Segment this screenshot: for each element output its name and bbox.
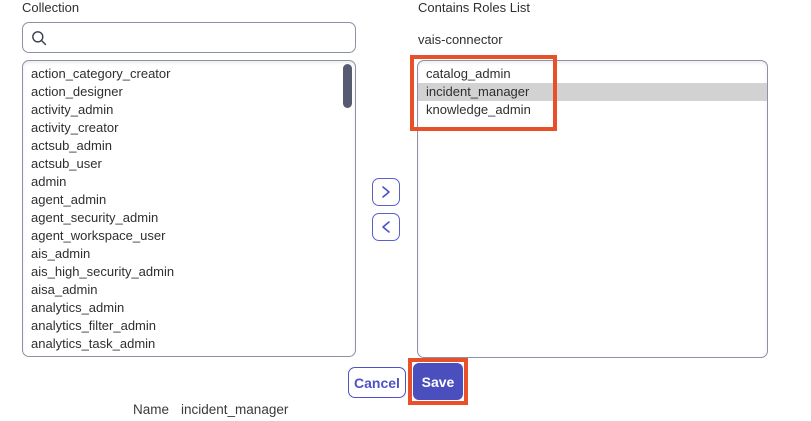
list-item[interactable]: analytics_task_admin bbox=[31, 336, 156, 351]
list-item[interactable]: activity_admin bbox=[31, 102, 114, 117]
name-label: Name bbox=[133, 402, 170, 417]
search-input[interactable] bbox=[53, 23, 347, 52]
list-item[interactable]: admin bbox=[31, 174, 67, 189]
search-icon bbox=[31, 30, 47, 46]
name-value: incident_manager bbox=[181, 402, 289, 417]
list-item[interactable]: ais_admin bbox=[31, 246, 91, 261]
list-item[interactable]: agent_security_admin bbox=[31, 210, 159, 225]
group-name-label: vais-connector bbox=[418, 32, 503, 47]
list-item[interactable]: incident_manager bbox=[418, 83, 767, 101]
contains-roles-list-label: Contains Roles List bbox=[418, 0, 530, 15]
list-item[interactable]: action_category_creator bbox=[31, 66, 171, 81]
list-item[interactable]: actsub_user bbox=[31, 156, 102, 171]
chevron-right-icon bbox=[380, 185, 392, 199]
list-item[interactable]: analytics_filter_admin bbox=[31, 318, 157, 333]
collection-search[interactable] bbox=[22, 22, 356, 53]
list-item[interactable]: actsub_admin bbox=[31, 138, 112, 153]
move-right-button[interactable] bbox=[372, 178, 400, 206]
list-item[interactable]: agent_workspace_user bbox=[31, 228, 166, 243]
cancel-button[interactable]: Cancel bbox=[348, 367, 406, 398]
list-item[interactable]: activity_creator bbox=[31, 120, 119, 135]
list-item[interactable]: ais_high_security_admin bbox=[31, 264, 175, 279]
list-item[interactable]: action_designer bbox=[31, 84, 123, 99]
save-button[interactable]: Save bbox=[413, 363, 463, 400]
list-item[interactable]: knowledge_admin bbox=[426, 102, 531, 117]
collection-label: Collection bbox=[22, 0, 80, 15]
move-left-button[interactable] bbox=[372, 213, 400, 241]
collection-scrollbar[interactable] bbox=[343, 64, 352, 108]
list-item[interactable]: analytics_viewer bbox=[23, 353, 355, 356]
list-item[interactable]: analytics_admin bbox=[31, 300, 125, 315]
list-item[interactable]: catalog_admin bbox=[426, 66, 511, 81]
list-item[interactable]: aisa_admin bbox=[31, 282, 98, 297]
name-row: Name incident_manager bbox=[133, 402, 288, 417]
list-item[interactable]: agent_admin bbox=[31, 192, 107, 207]
chevron-left-icon bbox=[380, 220, 392, 234]
